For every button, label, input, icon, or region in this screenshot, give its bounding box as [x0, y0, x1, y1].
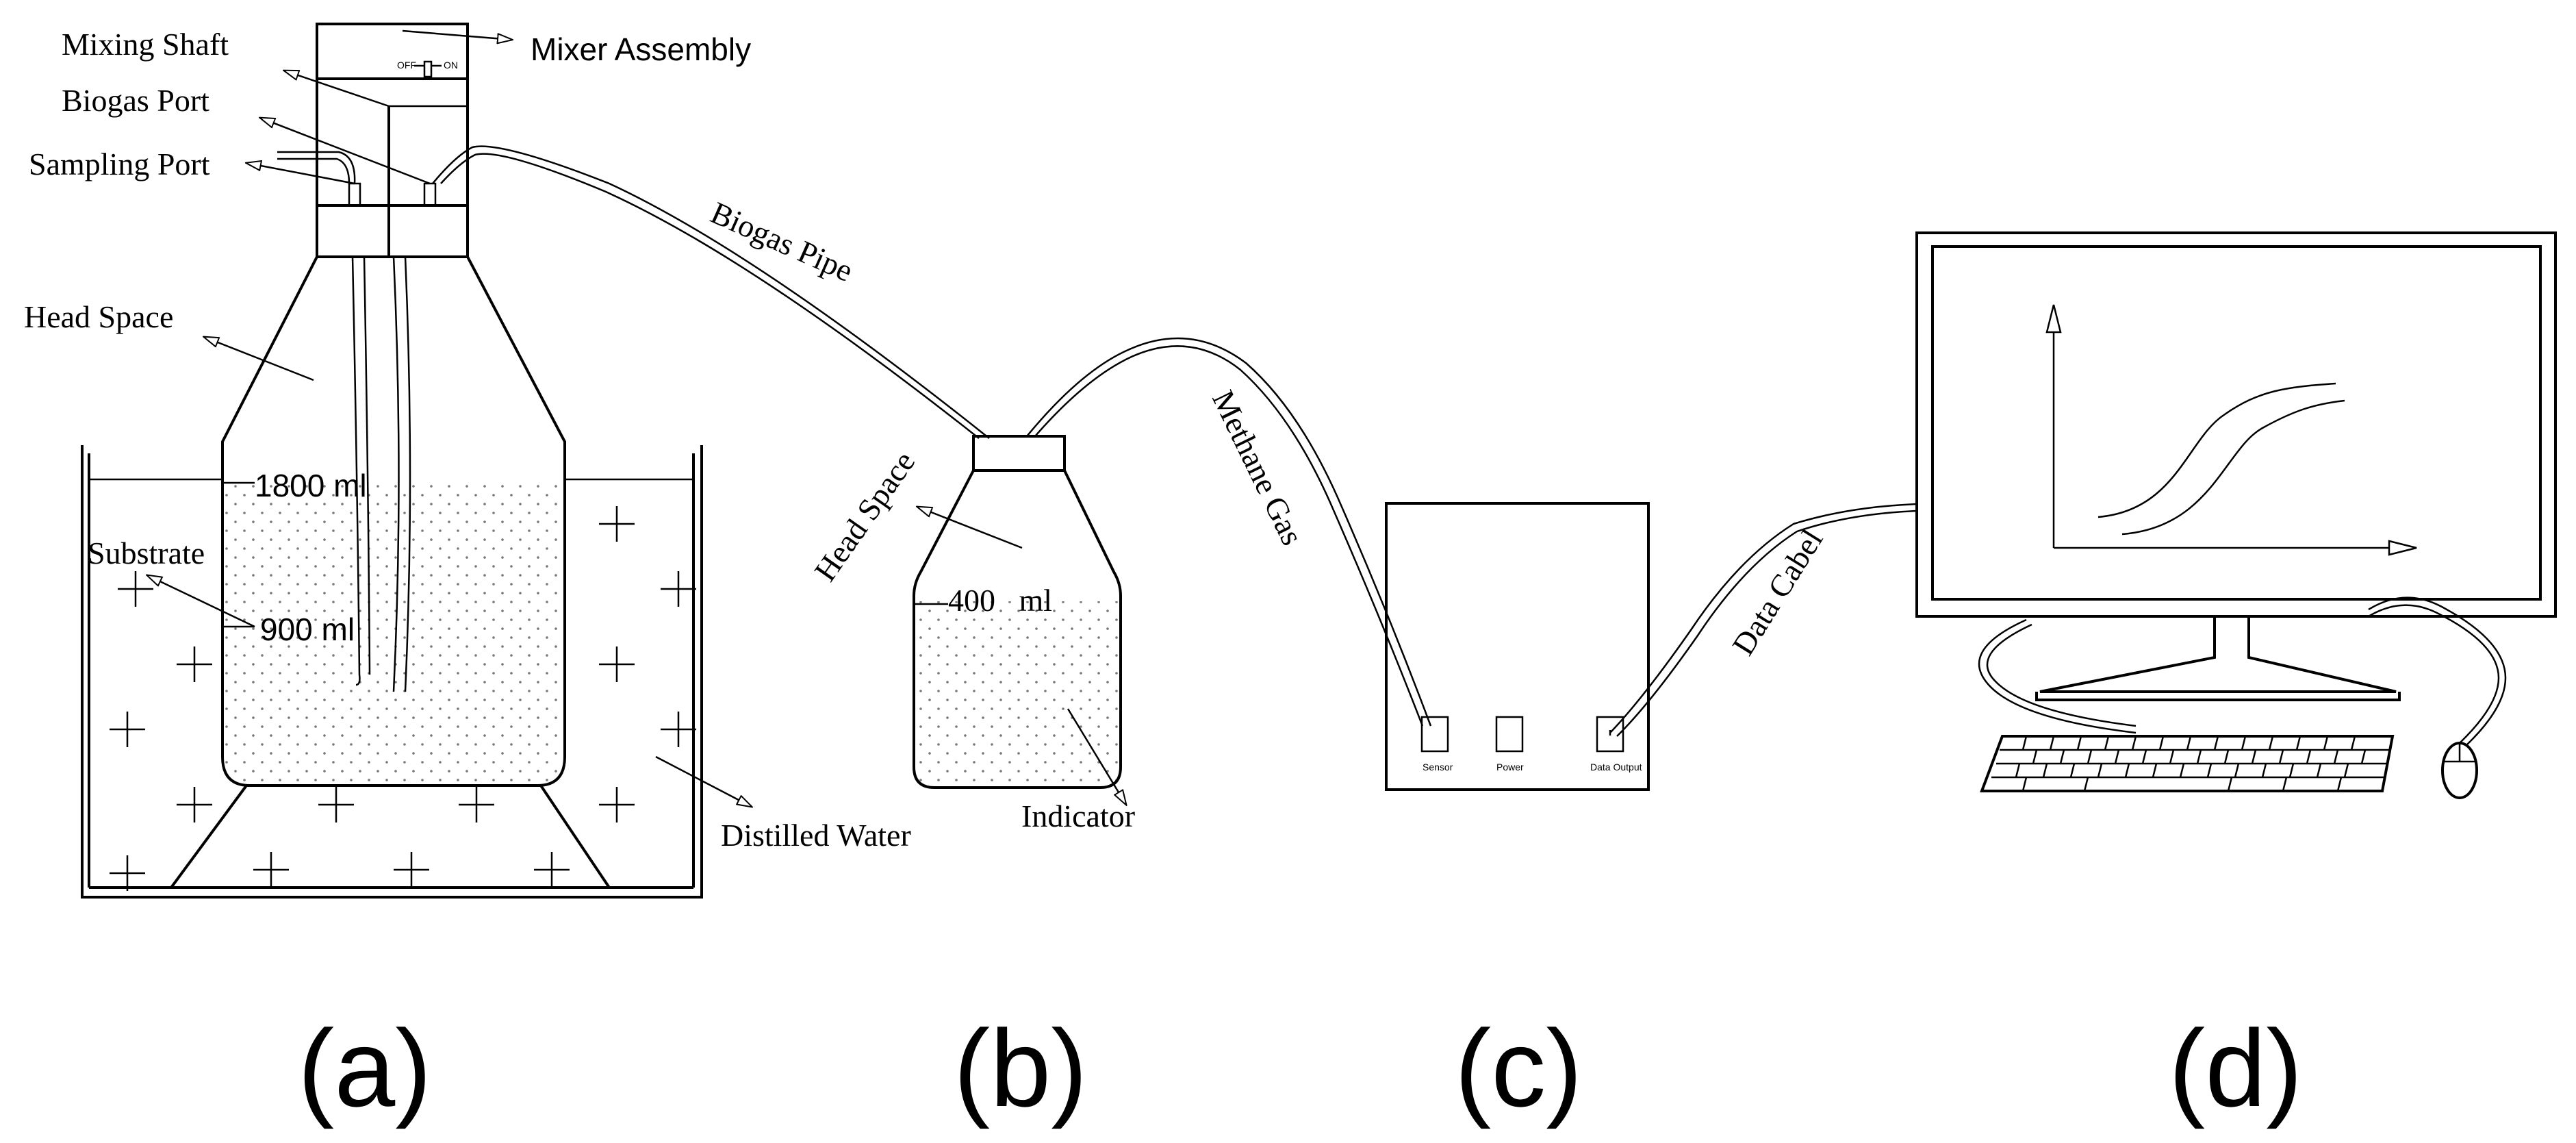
- indicator-fill: [914, 601, 1121, 788]
- label-methane-gas: Methane Gas: [1206, 385, 1310, 551]
- label-head-space-a: Head Space: [24, 299, 173, 334]
- label-900-ml: 900 ml: [260, 612, 355, 647]
- label-1800-ml: 1800 ml: [255, 468, 367, 503]
- panel-b-indicator-bottle: Head Space 400 ml Indicator (b): [807, 435, 1135, 1129]
- keyboard: [1980, 735, 2395, 792]
- caption-c: (c): [1455, 1007, 1583, 1129]
- data-output-port: [1596, 716, 1624, 753]
- label-indicator: Indicator: [1021, 799, 1135, 833]
- panel-c-gas-analyzer: Sensor Power Data Output (c): [1385, 502, 1650, 1129]
- sampling-port-fitting: [348, 182, 361, 207]
- label-400-ml: 400 ml: [948, 583, 1052, 618]
- label-biogas-pipe: Biogas Pipe: [706, 195, 858, 289]
- bottle-cap: [972, 435, 1066, 472]
- monitor-screen: [1931, 245, 2542, 601]
- label-mixing-shaft: Mixing Shaft: [62, 27, 229, 62]
- sensor-port: [1420, 716, 1449, 753]
- power-port: [1495, 716, 1524, 753]
- biogas-port-fitting: [423, 182, 437, 207]
- label-switch-off: OFF: [397, 60, 416, 71]
- water-markers: [110, 506, 696, 891]
- substrate-fill: [222, 479, 565, 786]
- label-distilled-water: Distilled Water: [721, 818, 911, 853]
- caption-d: (d): [2169, 1007, 2303, 1129]
- monitor-stand: [2039, 616, 2397, 693]
- analyzer-box: [1385, 502, 1650, 791]
- label-sampling-port: Sampling Port: [29, 147, 210, 181]
- label-biogas-port: Biogas Port: [62, 83, 209, 118]
- biogas-pipe: Biogas Pipe: [432, 145, 990, 439]
- label-data-cable: Data Cabel: [1725, 523, 1829, 661]
- indicator-bottle: [913, 470, 1122, 789]
- label-head-space-b: Head Space: [807, 445, 921, 588]
- data-cable: Data Cabel: [1609, 503, 1917, 737]
- caption-b: (b): [954, 1007, 1088, 1129]
- label-sensor: Sensor: [1423, 762, 1453, 773]
- digester-bottle: [221, 256, 566, 787]
- panel-a-digester: Mixer Assembly Mixing Shaft Biogas Port …: [24, 23, 911, 1129]
- label-power: Power: [1496, 762, 1524, 773]
- caption-a: (a): [298, 1007, 432, 1129]
- label-substrate: Substrate: [88, 536, 205, 570]
- mixer-assembly: [316, 23, 469, 258]
- monitor-frame: [1915, 231, 2557, 618]
- panel-d-computer: (d): [1915, 231, 2557, 1129]
- label-mixer-assembly: Mixer Assembly: [531, 32, 751, 67]
- mouse: [2441, 742, 2478, 799]
- label-data-output: Data Output: [1590, 762, 1642, 773]
- label-switch-on: ON: [444, 60, 458, 71]
